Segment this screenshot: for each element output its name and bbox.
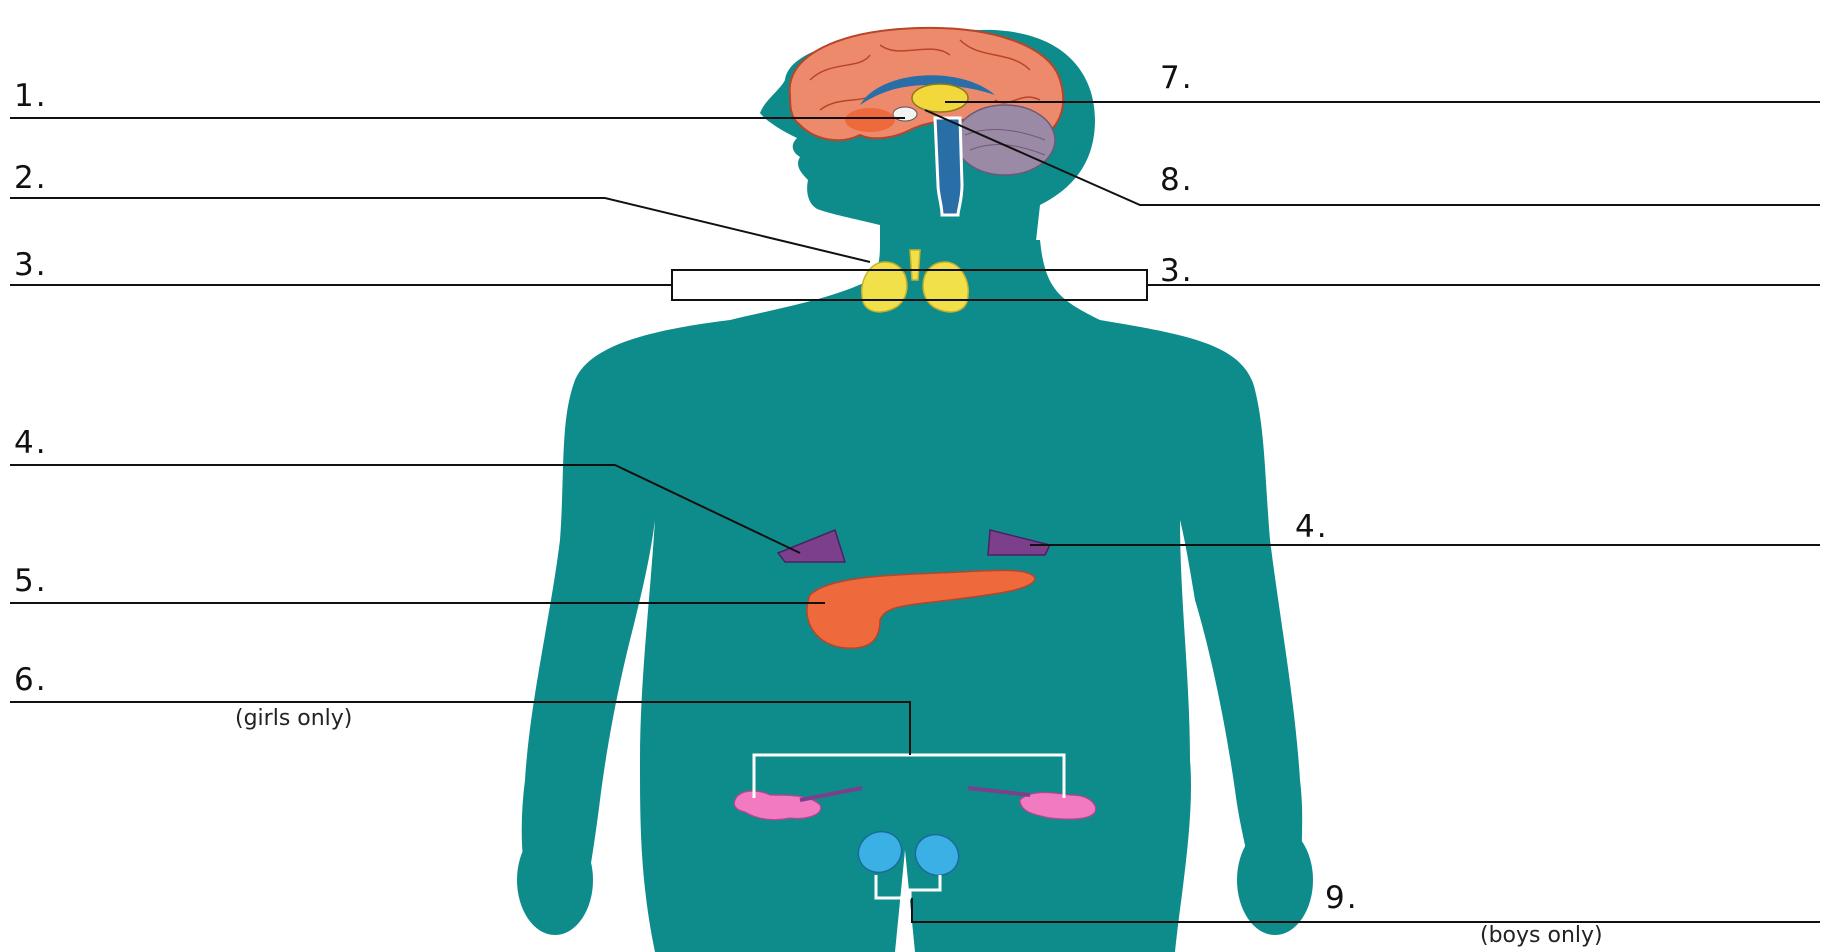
cerebellum bbox=[955, 105, 1055, 175]
label-7: 7. bbox=[1160, 60, 1194, 96]
label-6: 6. bbox=[14, 662, 48, 698]
label-4-right: 4. bbox=[1295, 509, 1329, 545]
girls-only-note: (girls only) bbox=[235, 706, 352, 731]
left-hand bbox=[517, 825, 593, 935]
label-2: 2. bbox=[14, 160, 48, 196]
frontal-spot bbox=[845, 108, 895, 132]
label-5: 5. bbox=[14, 563, 48, 599]
hypothalamus-gland bbox=[912, 84, 968, 112]
label-4-left: 4. bbox=[14, 425, 48, 461]
label-8: 8. bbox=[1160, 162, 1194, 198]
body-silhouette bbox=[517, 30, 1313, 952]
label-3-left: 3. bbox=[14, 247, 48, 283]
brainstem bbox=[935, 118, 962, 215]
label-9: 9. bbox=[1325, 880, 1359, 916]
label-3-right: 3. bbox=[1160, 253, 1194, 289]
thyroid-top bbox=[910, 250, 920, 280]
boys-only-note: (boys only) bbox=[1480, 923, 1603, 948]
leader-2 bbox=[10, 198, 870, 262]
label-1: 1. bbox=[14, 78, 48, 114]
right-hand bbox=[1237, 825, 1313, 935]
